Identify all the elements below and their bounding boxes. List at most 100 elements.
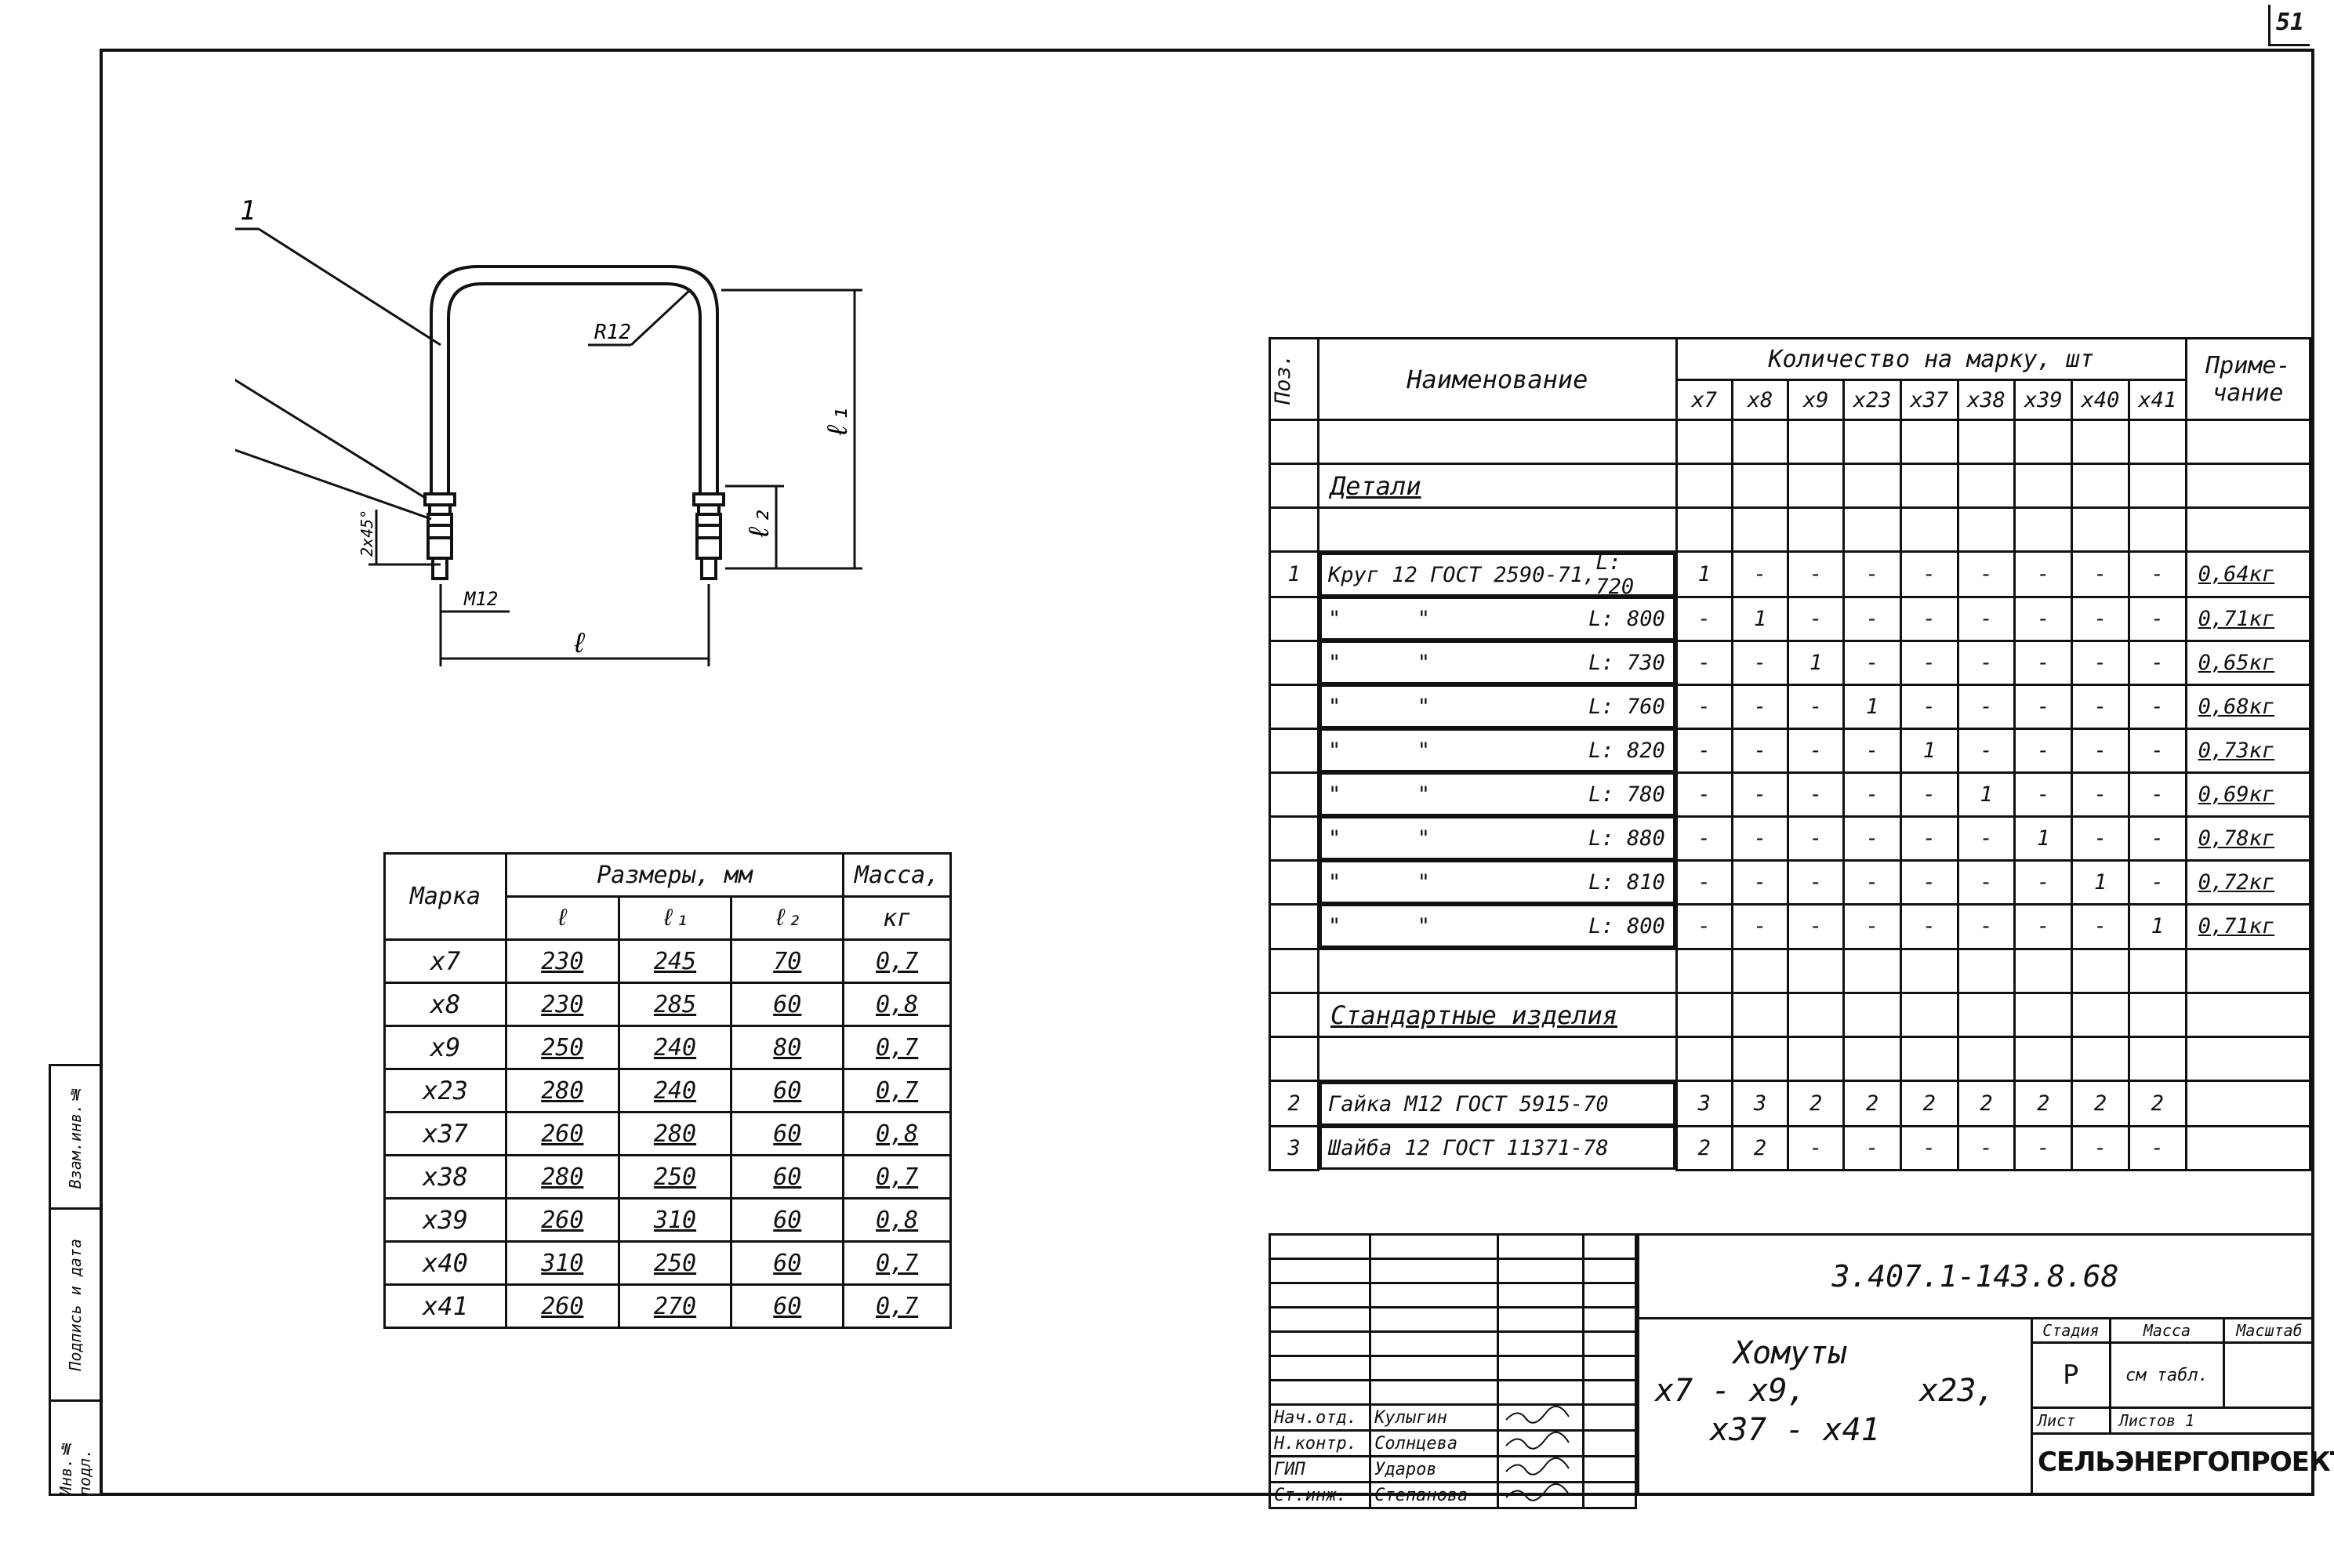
pos-cell: [1269, 815, 1319, 862]
mark-header: x8: [1730, 379, 1790, 421]
qty-cell: -: [1842, 639, 1902, 686]
title-line-3: x37 - x41: [1710, 1412, 1880, 1448]
empty-cell: [1842, 992, 1902, 1038]
qty-cell: -: [2013, 858, 2074, 906]
pos-cell: [1269, 902, 1319, 950]
signature-mark: [1505, 1457, 1570, 1475]
signer-name: Степанова: [1369, 1481, 1500, 1509]
item-length: L: 800: [1588, 913, 1665, 938]
empty-cell: [1730, 948, 1790, 994]
mark-header: x39: [2013, 379, 2074, 421]
empty-cell: [2127, 506, 2187, 553]
item-length: L: 780: [1588, 782, 1665, 807]
value-cell: 60: [730, 1154, 845, 1200]
signer-name: Ударов: [1369, 1455, 1500, 1483]
signature-cell: [1497, 1455, 1584, 1483]
empty-cell: [1269, 419, 1319, 465]
section-row: Детали: [1269, 463, 2312, 509]
empty-cell: [2013, 992, 2074, 1038]
pos-cell: [1269, 595, 1319, 642]
empty-cell: [1842, 948, 1902, 994]
empty-cell: [1787, 463, 1846, 509]
qty-cell: -: [1730, 683, 1790, 730]
empty-cell: [1675, 419, 1733, 465]
radius-label: R12: [594, 321, 631, 344]
stage-value: Р: [2033, 1341, 2111, 1409]
col-pos: Поз.: [1269, 337, 1319, 421]
empty-cell: [1268, 1233, 1372, 1260]
qty-cell: 2: [1787, 1080, 1846, 1127]
item-length: L: 820: [1588, 738, 1665, 763]
item-name: " ": [1327, 606, 1431, 631]
value-cell: 60: [730, 1197, 845, 1243]
qty-cell: -: [2127, 595, 2187, 642]
empty-cell: [1268, 1330, 1372, 1357]
qty-cell: 2: [1730, 1124, 1790, 1171]
signature-cell: [1497, 1481, 1584, 1509]
qty-cell: -: [1787, 595, 1846, 642]
qty-cell: -: [2071, 683, 2130, 730]
mark-header: x37: [1899, 379, 1959, 421]
value-cell: 0,7: [842, 1068, 952, 1113]
empty-cell: [1582, 1233, 1637, 1260]
value-cell: 310: [504, 1240, 620, 1286]
empty-cell: [1316, 948, 1678, 994]
value-cell: 270: [617, 1283, 733, 1329]
qty-cell: -: [2127, 815, 2187, 862]
qty-cell: -: [1899, 902, 1959, 950]
stage-label: Стадия: [2033, 1319, 2111, 1344]
scale-value: [2223, 1341, 2314, 1409]
pos-1-label: 1: [240, 196, 256, 227]
signer-role: Ст.инж.: [1268, 1481, 1372, 1509]
name-cell: " "L: 820: [1319, 728, 1675, 772]
empty-cell: [1316, 1036, 1678, 1082]
empty-cell: [1842, 506, 1902, 553]
note-cell: 0,71кг: [2184, 595, 2312, 642]
drawing-frame: [100, 49, 2314, 1496]
empty-cell: [1268, 1355, 1372, 1381]
table-row: [1268, 1330, 1637, 1357]
empty-cell: [1730, 419, 1790, 465]
note-cell: 0,73кг: [2184, 727, 2312, 774]
table-row: [1269, 1036, 2312, 1082]
item-name: " ": [1327, 650, 1431, 675]
table-row: [1268, 1379, 1637, 1406]
inv-original: Инв.№ подл.: [51, 1399, 100, 1496]
value-cell: 230: [504, 982, 620, 1027]
qty-cell: -: [2127, 771, 2187, 818]
qty-cell: -: [1675, 858, 1733, 906]
empty-cell: [1497, 1330, 1584, 1357]
empty-cell: [1369, 1306, 1500, 1333]
qty-cell: 1: [1730, 595, 1790, 642]
pos-cell: [1269, 858, 1319, 906]
u-bolt-drawing: 1 3 2 R12 2x45° M12 ℓ ℓ₁ ℓ₂: [235, 196, 862, 666]
qty-cell: -: [1842, 595, 1902, 642]
table-row: [1269, 506, 2312, 553]
value-cell: 250: [504, 1025, 620, 1070]
item-length: L: 800: [1588, 606, 1665, 631]
qty-cell: -: [1956, 550, 2016, 598]
qty-cell: -: [1787, 550, 1846, 598]
empty-cell: [1497, 1306, 1584, 1333]
empty-cell: [1899, 1036, 1959, 1082]
value-cell: 280: [617, 1111, 733, 1156]
empty-cell: [1675, 506, 1733, 553]
empty-cell: [2127, 419, 2187, 465]
qty-cell: -: [2127, 639, 2187, 686]
name-cell: " "L: 760: [1319, 684, 1675, 728]
qty-cell: -: [1899, 683, 1959, 730]
note-cell: 0,78кг: [2184, 815, 2312, 862]
value-cell: 70: [730, 938, 845, 984]
qty-cell: -: [1899, 1124, 1959, 1171]
empty-cell: [2071, 948, 2130, 994]
empty-cell: [1269, 948, 1319, 994]
qty-cell: -: [2127, 727, 2187, 774]
qty-cell: 1: [1787, 639, 1846, 686]
section-title: Детали: [1316, 463, 1678, 509]
sub-l1: ℓ₁: [617, 895, 733, 941]
